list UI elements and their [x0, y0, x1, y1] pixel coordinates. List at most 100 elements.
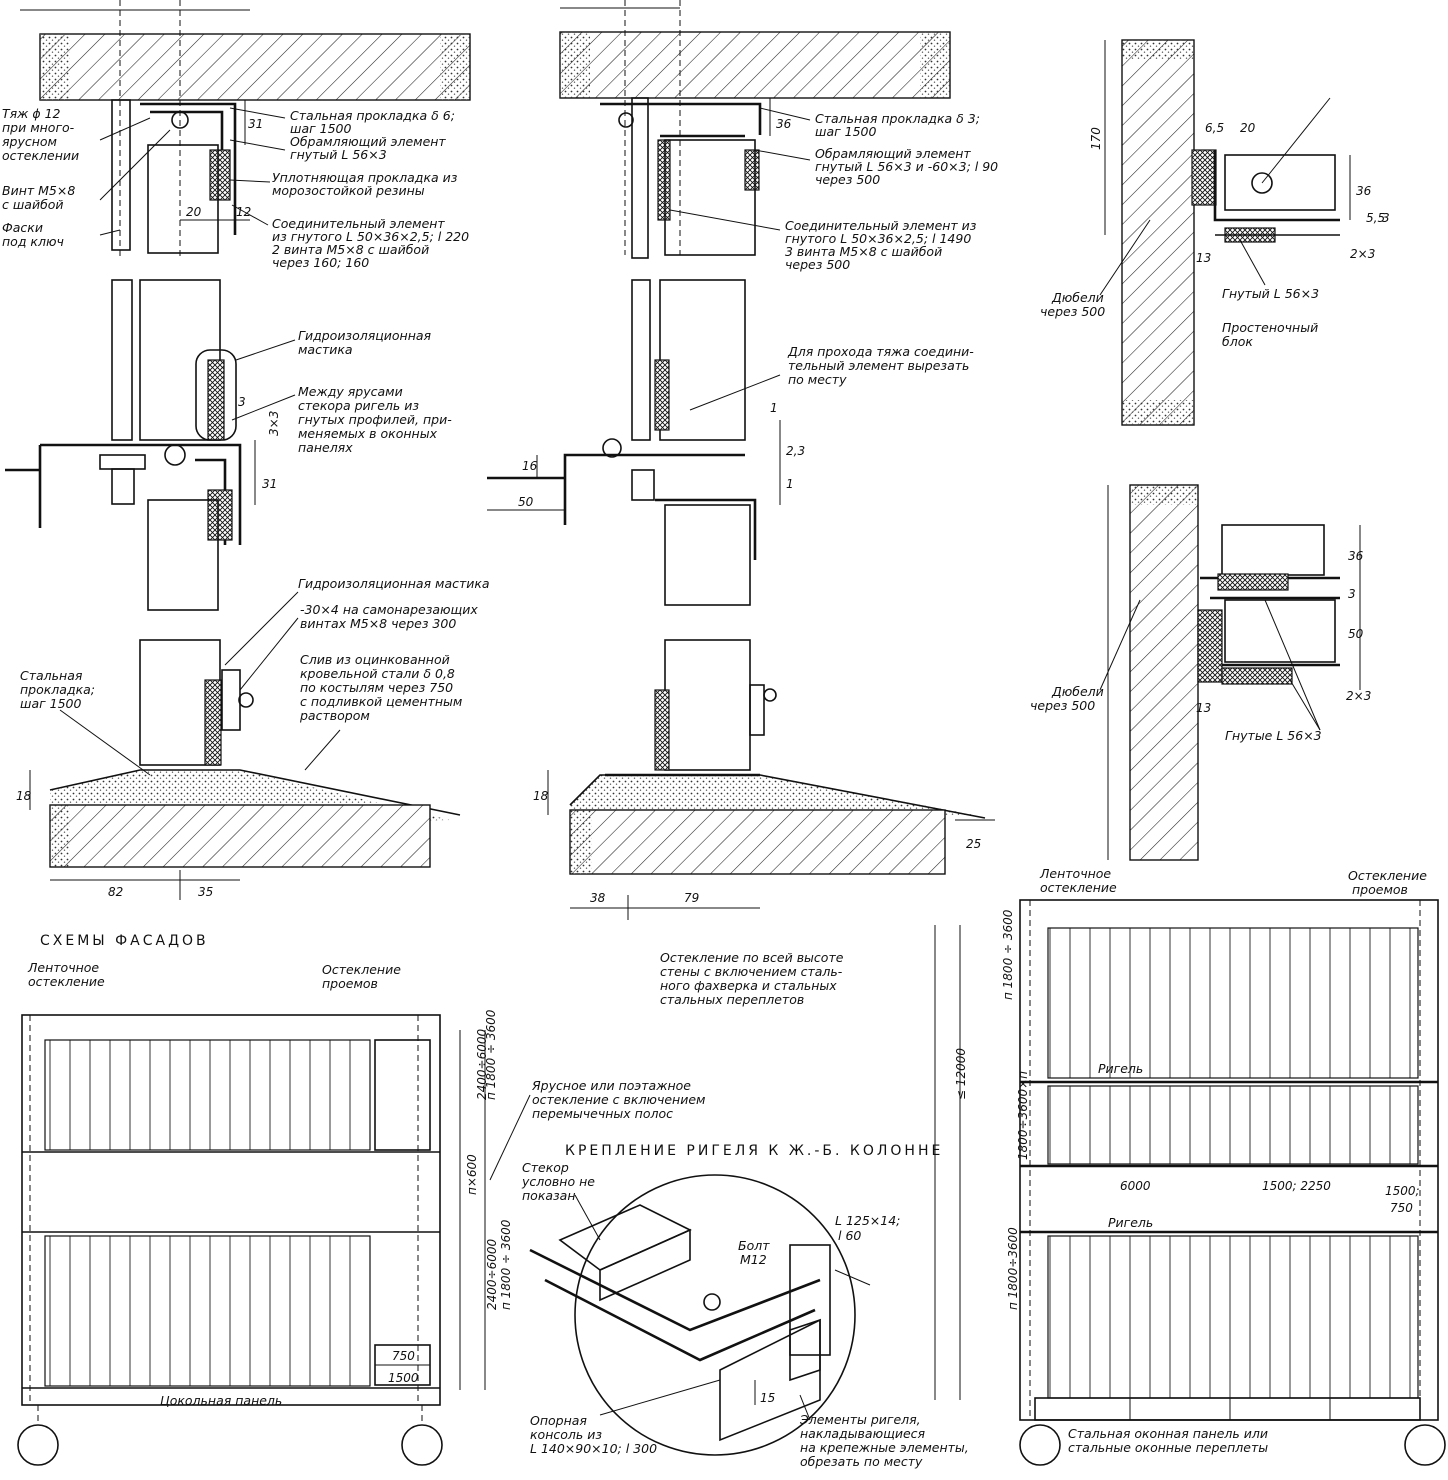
label-opening-glazing-2: Остекление проемов: [1348, 868, 1427, 897]
detail-top-middle: 36 Стальная прокладка δ 3; шаг 1500 Обра…: [559, 0, 998, 272]
svg-text:Ленточное: Ленточное: [27, 960, 99, 975]
detail-top-left: 31 20 12 Тяж ϕ 12 при много- ярусном ост…: [2, 0, 471, 270]
svg-text:раствором: раствором: [299, 708, 370, 723]
svg-text:прокладка;: прокладка;: [20, 682, 95, 697]
svg-text:-30×4 на самонарезающих: -30×4 на самонарезающих: [300, 602, 478, 617]
svg-text:шаг 1500: шаг 1500: [290, 121, 351, 136]
column-axis-right: [401, 1424, 443, 1466]
label-dowels-2: Дюбели через 500: [1030, 684, 1104, 713]
svg-text:Остекление по всей высоте: Остекление по всей высоте: [660, 950, 844, 965]
dim-5-5: 5,5: [1366, 211, 1385, 225]
label-chamfer: Фаски под ключ: [2, 220, 64, 249]
label-connector: Соединительный элемент из гнутого L 50×3…: [272, 216, 469, 270]
dim-2400-6000-b: 2400÷6000: [485, 1239, 499, 1310]
svg-text:М12: М12: [740, 1252, 767, 1267]
dim-50: 50: [518, 495, 534, 509]
ribbon-glazing-lower: [44, 1235, 371, 1387]
svg-text:накладывающиеся: накладывающиеся: [800, 1426, 926, 1441]
svg-text:по месту: по месту: [788, 372, 847, 387]
label-mastic-bottom: Гидроизоляционная мастика: [298, 576, 490, 591]
dim-31: 31: [248, 117, 263, 131]
svg-text:Стальная: Стальная: [20, 668, 83, 683]
svg-text:гнутых профилей, при-: гнутых профилей, при-: [298, 412, 452, 427]
svg-text:под ключ: под ключ: [2, 234, 64, 249]
dim-3m: 3: [1348, 587, 1356, 601]
svg-text:проемов: проемов: [1352, 882, 1408, 897]
glazing-upper: [1047, 927, 1419, 1079]
dim-18b: 18: [533, 789, 549, 803]
svg-text:через 160; 160: через 160; 160: [272, 255, 369, 270]
svg-text:Опорная: Опорная: [530, 1413, 587, 1428]
screw-head: [171, 111, 189, 129]
wall-block-mid: [1129, 484, 1199, 861]
svg-text:ного фахверка и стальных: ного фахверка и стальных: [660, 978, 837, 993]
facade-left: СХЕМЫ ФАСАДОВ Ленточное остекление Остек…: [17, 933, 705, 1466]
heading-facades: СХЕМЫ ФАСАДОВ: [40, 933, 209, 949]
dim-1800-3600-b: п 1800 ÷ 3600: [499, 1219, 513, 1310]
svg-text:гнутый L 56×3: гнутый L 56×3: [290, 147, 387, 162]
dim-20: 20: [186, 205, 202, 219]
svg-text:из гнутого L 50×36×2,5; l 220: из гнутого L 50×36×2,5; l 220: [272, 229, 469, 244]
dim-2x3m: 2×3: [1346, 689, 1371, 703]
svg-text:Остекление: Остекление: [1348, 868, 1427, 883]
svg-text:Между ярусами: Между ярусами: [298, 384, 403, 399]
svg-text:остекление с включением: остекление с включением: [532, 1092, 705, 1107]
label-full-height-glazing: Остекление по всей высоте стены с включе…: [660, 950, 844, 1007]
label-tiered-glazing: Ярусное или поэтажное остекление с включ…: [531, 1078, 705, 1121]
dim-36: 36: [776, 117, 792, 131]
label-girt-2: Ригель: [1108, 1215, 1153, 1230]
dim-50m: 50: [1348, 627, 1364, 641]
svg-text:Тяж ϕ 12: Тяж ϕ 12: [2, 106, 61, 121]
label-screw: Винт М5×8 с шайбой: [2, 183, 75, 212]
svg-text:Ярусное или поэтажное: Ярусное или поэтажное: [531, 1078, 691, 1093]
bolt-circle: [1251, 172, 1273, 194]
svg-text:шаг 1500: шаг 1500: [20, 696, 81, 711]
dim-2400-6000-a: 2400÷6000: [475, 1029, 489, 1100]
dim-31b: 31: [262, 477, 277, 491]
svg-text:через 500: через 500: [815, 172, 880, 187]
dim-20r: 20: [1240, 121, 1256, 135]
fastening-detail: КРЕПЛЕНИЕ РИГЕЛЯ К Ж.-Б. КОЛОННЕ 15 Стек…: [521, 1143, 969, 1469]
label-tie: Тяж ϕ 12 при много- ярусном остеклении: [2, 106, 79, 163]
label-strip: -30×4 на самонарезающих винтах М5×8 чере…: [300, 602, 478, 631]
dim-1: 1: [770, 401, 778, 415]
label-tie-passage: Для прохода тяжа соедини- тельный элемен…: [787, 344, 974, 387]
svg-text:гнутого L 50×36×2,5; l 1490: гнутого L 50×36×2,5; l 1490: [785, 231, 971, 246]
dim-16: 16: [522, 459, 538, 473]
label-dowels: Дюбели через 500: [1040, 290, 1105, 319]
column-axis-left-2: [1019, 1424, 1061, 1466]
svg-text:мастика: мастика: [298, 342, 353, 357]
detail-bottom-left: 18 82 35 Гидроизоляционная мастика -30×4…: [16, 576, 490, 900]
label-angle: L 125×14; l 60: [835, 1213, 900, 1243]
svg-text:через 500: через 500: [785, 257, 850, 272]
svg-text:Элементы ригеля,: Элементы ригеля,: [799, 1412, 921, 1427]
dim-18: 18: [16, 789, 32, 803]
svg-text:Ленточное: Ленточное: [1039, 866, 1111, 881]
svg-text:стены с включением сталь-: стены с включением сталь-: [660, 964, 843, 979]
svg-text:с шайбой: с шайбой: [2, 197, 64, 212]
label-drain: Слив из оцинкованной кровельной стали δ …: [299, 652, 462, 723]
dim-2-3: 2,3: [786, 444, 805, 458]
label-plinth-panel: Цокольная панель: [160, 1393, 282, 1408]
svg-text:стальные оконные переплеты: стальные оконные переплеты: [1068, 1440, 1268, 1455]
svg-text:Соединительный элемент: Соединительный элемент: [272, 216, 445, 231]
svg-text:Гидроизоляционная: Гидроизоляционная: [298, 328, 432, 343]
dim-170: 170: [1089, 127, 1103, 150]
glazing-lower: [1047, 1235, 1419, 1399]
label-frame-element-2: Обрамляющий элемент гнутый L 56×3 и -60×…: [815, 146, 998, 187]
svg-text:Обрамляющий элемент: Обрамляющий элемент: [290, 134, 446, 149]
facade-right: Остекление по всей высоте стены с включе…: [660, 866, 1446, 1466]
svg-text:Болт: Болт: [738, 1238, 770, 1253]
label-ribbon-glazing: Ленточное остекление: [27, 960, 105, 989]
label-seal: Уплотняющая прокладка из морозостойкой р…: [272, 170, 458, 198]
label-mastic: Гидроизоляционная мастика: [298, 328, 432, 357]
dim-15: 15: [760, 1391, 775, 1405]
dim-79: 79: [684, 891, 699, 905]
svg-text:3 винта М5×8 с шайбой: 3 винта М5×8 с шайбой: [785, 244, 942, 259]
svg-text:L 125×14;: L 125×14;: [835, 1213, 900, 1228]
svg-text:через 500: через 500: [1040, 304, 1105, 319]
dim-le-12000: ≤ 12000: [954, 1048, 968, 1100]
dim-3x3: 3×3: [267, 411, 281, 436]
svg-text:стальных переплетов: стальных переплетов: [660, 992, 804, 1007]
